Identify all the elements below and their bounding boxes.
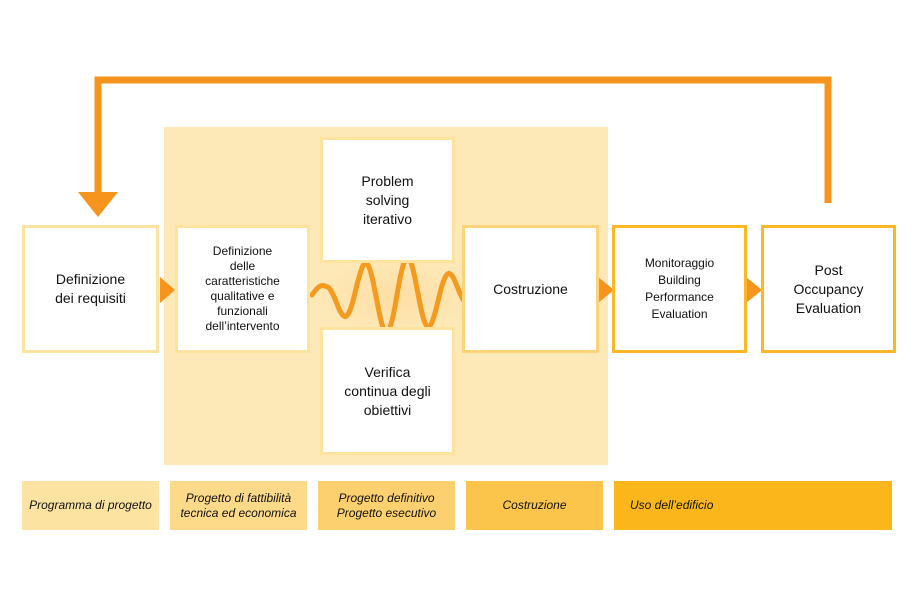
phase-definitivo-esecutivo: Progetto definitivo Progetto esecutivo	[318, 481, 455, 530]
connector-arrow-3	[746, 277, 762, 303]
step-monitoraggio: Monitoraggio Building Performance Evalua…	[612, 225, 747, 353]
step-definizione-caratteristiche: Definizione delle caratteristiche qualit…	[175, 225, 310, 353]
feedback-loop-arrowhead	[78, 192, 118, 217]
step-problem-solving: Problem solving iterativo	[320, 137, 455, 263]
phase-programma-label: Programma di progetto	[29, 498, 152, 512]
phase-costruzione: Costruzione	[466, 481, 603, 530]
phase-programma: Programma di progetto	[22, 481, 159, 530]
iteration-wave	[309, 255, 485, 335]
phase-uso-edificio-label: Uso dell’edificio	[630, 498, 714, 512]
connector-arrow-1	[160, 277, 175, 303]
step-definizione-caratteristiche-label: Definizione delle caratteristiche qualit…	[205, 244, 280, 333]
feedback-loop-line	[94, 76, 832, 203]
step-post-occupancy-label: Post Occupancy Evaluation	[793, 261, 864, 316]
step-problem-solving-label: Problem solving iterativo	[361, 172, 414, 227]
step-costruzione-label: Costruzione	[493, 280, 568, 297]
step-costruzione: Costruzione	[462, 225, 599, 353]
step-definizione-requisiti: Definizione dei requisiti	[22, 225, 159, 353]
phase-costruzione-label: Costruzione	[502, 498, 567, 512]
phase-fattibilita-label: Progetto di fattibilità tecnica ed econo…	[180, 490, 297, 520]
phase-definitivo-esecutivo-label: Progetto definitivo Progetto esecutivo	[336, 490, 437, 520]
step-verifica-obiettivi: Verifica continua degli obiettivi	[320, 327, 455, 455]
step-definizione-requisiti-label: Definizione dei requisiti	[55, 271, 126, 306]
step-post-occupancy: Post Occupancy Evaluation	[761, 225, 896, 353]
step-monitoraggio-label: Monitoraggio Building Performance Evalua…	[644, 256, 715, 321]
step-verifica-obiettivi-label: Verifica continua degli obiettivi	[344, 363, 431, 418]
phase-fattibilita: Progetto di fattibilità tecnica ed econo…	[170, 481, 307, 530]
connector-arrow-2	[598, 277, 614, 303]
phase-uso-edificio: Uso dell’edificio	[614, 481, 892, 530]
